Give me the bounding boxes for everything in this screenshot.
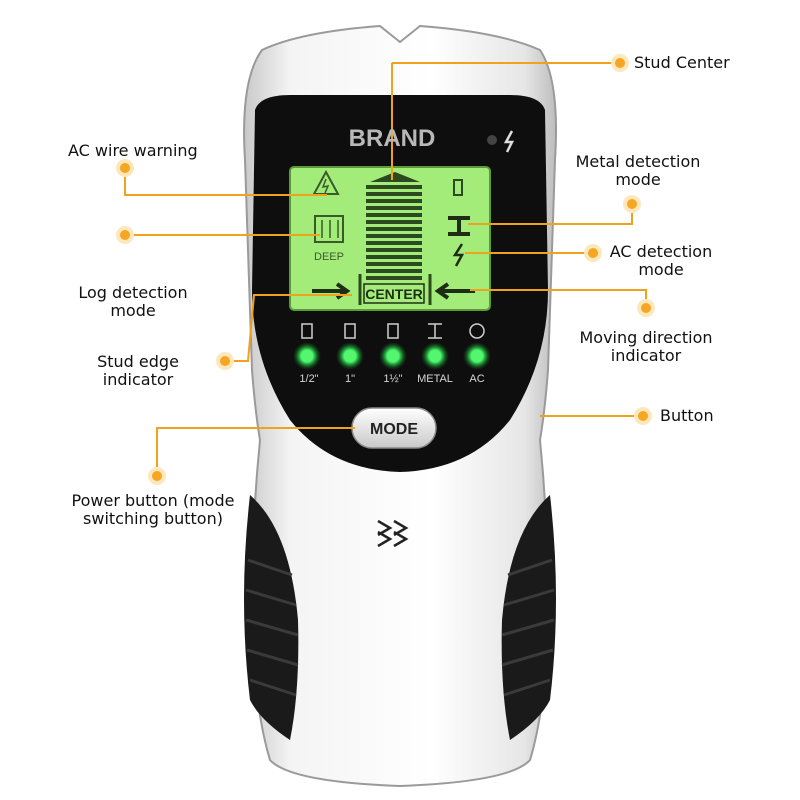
callout-stud-edge: Stud edge indicator — [88, 353, 188, 389]
ac-bolt-icon — [452, 243, 465, 267]
led-mode-icons — [301, 323, 485, 339]
callout-log-detection: Log detection mode — [68, 284, 198, 320]
callout-metal-detection-line2: mode — [615, 170, 661, 189]
led-label-half-inch: 1/2" — [299, 373, 318, 385]
lcd-center-label: CENTER — [365, 286, 423, 302]
callout-metal-detection-line1: Metal detection — [575, 152, 701, 171]
callout-ac-detection-line2: mode — [638, 260, 684, 279]
left-grip — [244, 495, 299, 740]
callout-log-detection-line1: Log detection — [78, 283, 188, 302]
metal-icon — [448, 216, 470, 236]
led-label-ac: AC — [469, 373, 484, 385]
speaker-grille — [377, 519, 409, 548]
right-grip — [501, 495, 556, 740]
callout-power-button-line2: switching button) — [83, 509, 223, 528]
lcd-screen — [289, 166, 491, 311]
callout-moving-direction-line1: Moving direction — [579, 328, 713, 347]
callout-button: Button — [660, 406, 714, 425]
deep-icon — [314, 215, 344, 243]
callout-stud-center: Stud Center — [634, 53, 730, 72]
led-indicators — [293, 342, 491, 370]
stud-center-bars — [366, 172, 422, 280]
callout-power-button: Power button (mode switching button) — [58, 492, 248, 528]
callout-ac-detection: AC detection mode — [602, 243, 720, 279]
callout-stud-edge-line1: Stud edge — [97, 352, 179, 371]
mode-button-label[interactable]: MODE — [370, 421, 418, 438]
callout-log-detection-line2: mode — [110, 301, 156, 320]
battery-icon — [453, 179, 463, 196]
led-label-one-half-inch: 1½" — [383, 373, 402, 385]
brand-label: BRAND — [349, 125, 436, 152]
grip-ridges — [245, 558, 555, 697]
power-bolt-icon — [503, 130, 515, 153]
callout-metal-detection: Metal detection mode — [566, 153, 710, 189]
callout-stud-edge-line2: indicator — [102, 370, 174, 389]
callout-moving-direction: Moving direction indicator — [566, 329, 726, 365]
callout-ac-detection-line1: AC detection — [609, 242, 713, 261]
led-label-metal: METAL — [417, 373, 453, 385]
callout-power-button-line1: Power button (mode — [71, 491, 235, 510]
callout-dots — [116, 54, 655, 485]
callout-ac-wire-warning: AC wire warning — [68, 141, 198, 160]
left-arrow-icon — [434, 282, 475, 300]
lcd-deep-label: DEEP — [314, 251, 344, 263]
callout-moving-direction-line2: indicator — [610, 346, 682, 365]
led-label-one-inch: 1" — [345, 373, 355, 385]
status-dot — [487, 135, 497, 145]
